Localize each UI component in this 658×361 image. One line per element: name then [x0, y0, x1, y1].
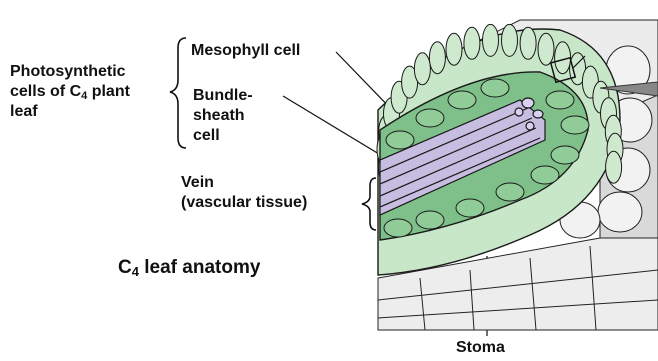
bundle-sheath-cell: [546, 91, 574, 109]
bundle-sheath-cell: [456, 199, 484, 217]
bundle-sheath-cell: [416, 109, 444, 127]
bundle-sheath-cell: [496, 183, 524, 201]
mesophyll-cell: [464, 27, 480, 59]
bundle-sheath-cell: [448, 91, 476, 109]
mesophyll-cell: [414, 53, 430, 85]
mesophyll-cell: [446, 33, 462, 65]
bundle-sheath-cell: [416, 211, 444, 229]
bundle-sheath-cell: [386, 131, 414, 149]
bundle-sheath-cell: [551, 146, 579, 164]
mesophyll-cell: [483, 24, 499, 56]
bundle-sheath-cell: [561, 116, 589, 134]
mesophyll-cell: [520, 27, 536, 59]
bundle-sheath-cell: [384, 219, 412, 237]
mesophyll-cell: [606, 151, 622, 183]
mesophyll-cell: [502, 24, 518, 56]
photosynthetic-cells-bracket: [170, 38, 186, 148]
vein-bracket: [362, 178, 376, 230]
bundle-sheath-cell: [481, 79, 509, 97]
mesophyll-cell: [429, 42, 445, 74]
bundle-sheath-leader-line: [283, 96, 384, 157]
mesophyll-cell: [538, 33, 554, 65]
bundle-sheath-cell: [531, 166, 559, 184]
